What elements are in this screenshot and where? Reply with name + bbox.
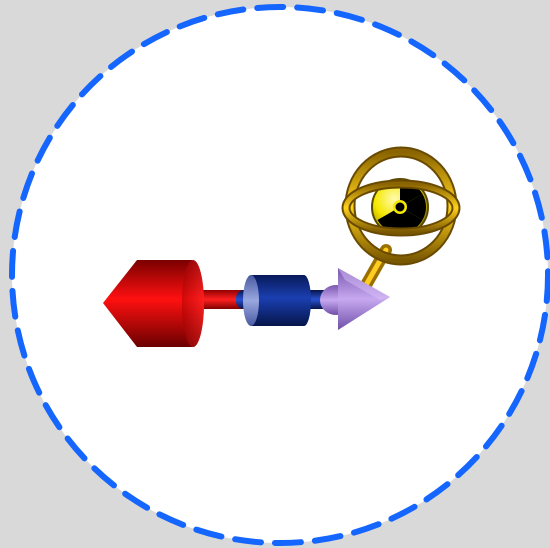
thruster <box>320 268 390 330</box>
nose-shaft <box>195 290 243 309</box>
nose-cone <box>103 260 204 347</box>
reactor-gyroscope <box>341 146 461 266</box>
player-ship[interactable] <box>103 146 461 347</box>
hull-cylinder <box>243 275 311 326</box>
